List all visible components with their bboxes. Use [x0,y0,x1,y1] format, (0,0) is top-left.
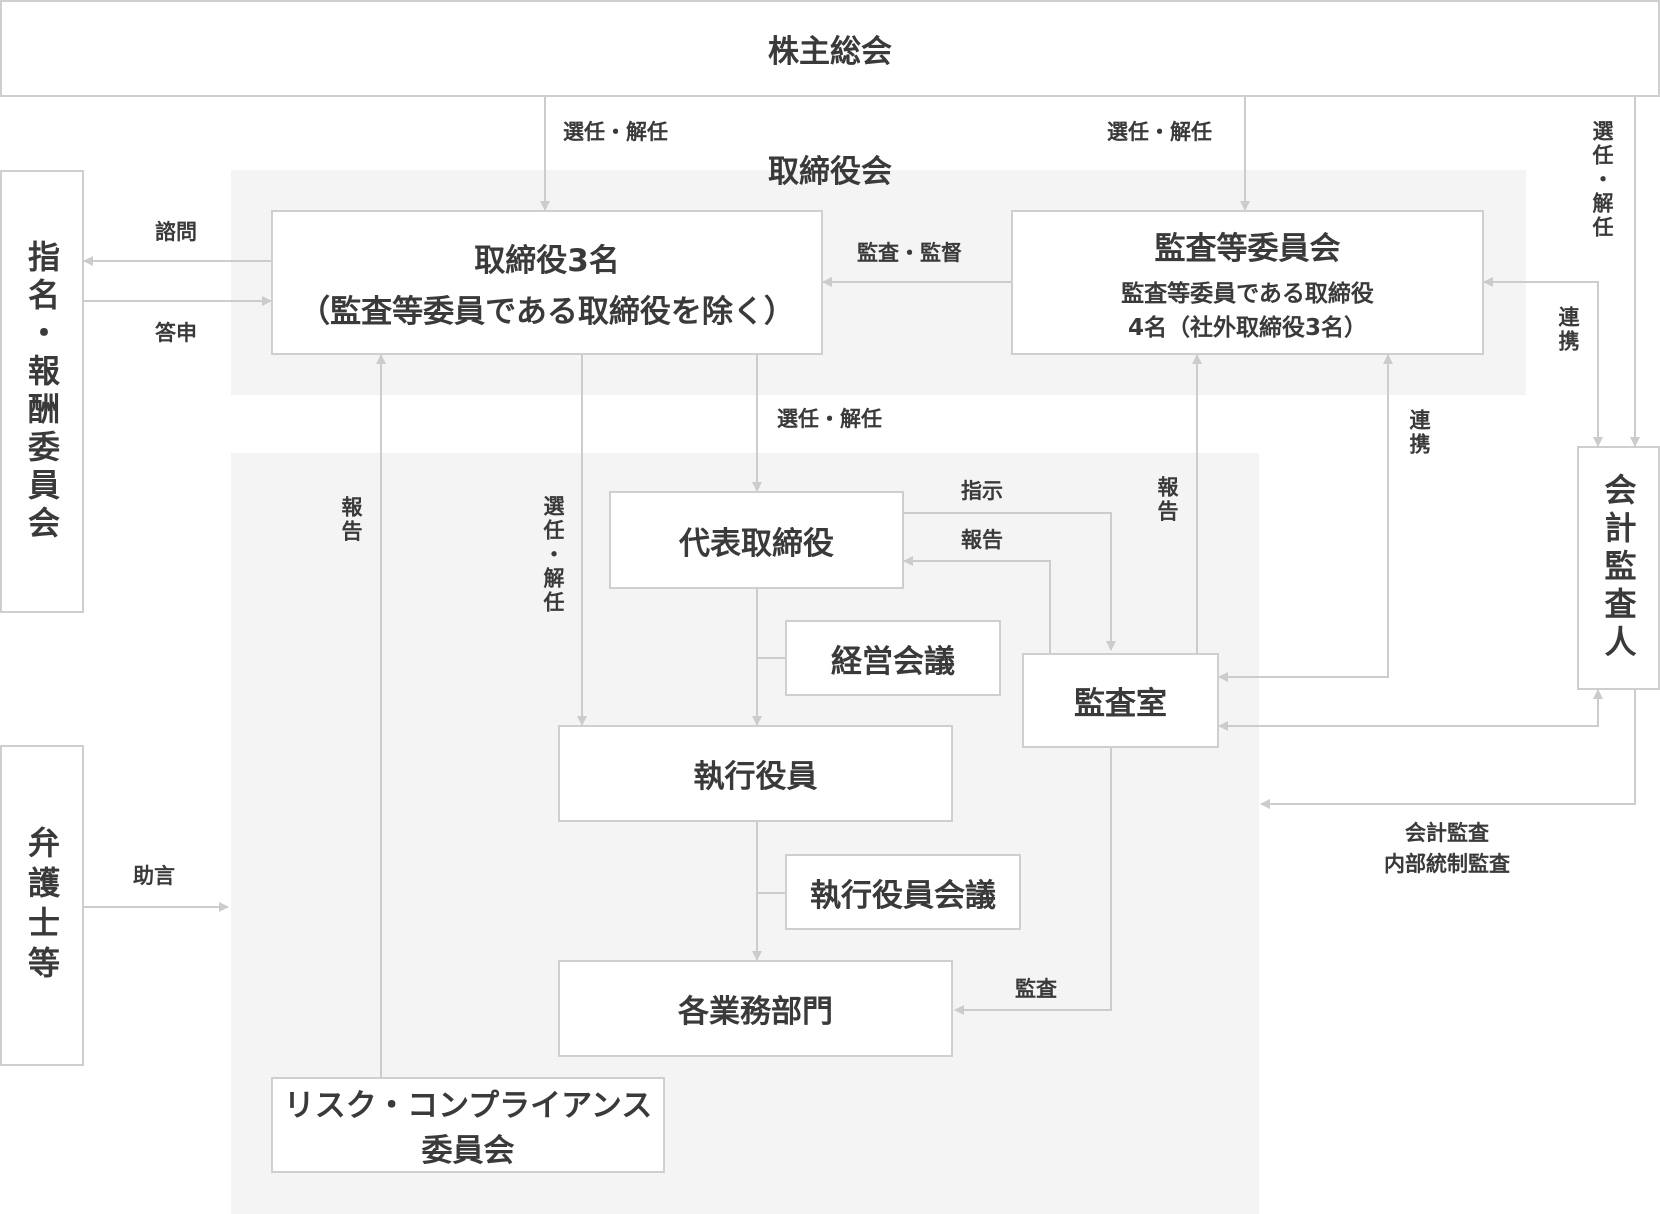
label-elect-dismiss-accounting-auditor: 選任・解任 [1590,120,1614,240]
label-elect-dismiss-representative: 選任・解任 [777,407,882,431]
label-elect-dismiss-audit-committee: 選任・解任 [1107,120,1212,144]
arrow-cooperate-office [1218,355,1389,682]
label-office-committee-report: 報告 [1155,476,1179,524]
risk-compliance-committee-box: リスク・コンプライアンス 委員会 [271,1077,665,1173]
board-title: 取締役会 [768,154,892,190]
departments-box: 各業務部門 [558,960,953,1057]
directors-line1: 取締役3名 [474,242,620,279]
executive-officers-box: 執行役員 [558,725,953,822]
label-accounting-audit-line2: 内部統制監査 [1384,852,1510,876]
label-audit-departments: 監査 [1015,977,1057,1001]
directors-line2: （監査等委員である取締役を除く） [299,293,795,330]
label-risk-report: 報告 [339,496,363,544]
audit-office-label: 監査室 [1074,686,1167,722]
management-meeting-box: 経営会議 [785,620,1001,696]
label-cooperate-office: 連携 [1407,409,1431,457]
accounting-auditor-label: 会計監査人 [1599,473,1638,663]
label-answer: 答申 [155,321,197,345]
label-instruct: 指示 [961,479,1003,503]
shareholders-meeting: 株主総会 [0,0,1660,97]
shareholders-label: 株主総会 [768,34,892,70]
label-elect-dismiss-executives: 選任・解任 [541,495,565,615]
representative-director-box: 代表取締役 [609,491,904,589]
nomination-committee-box: 指名・報酬委員会 [0,170,84,613]
management-meeting-label: 経営会議 [831,643,955,680]
audit-committee-line2: 4名（社外取締役3名） [1127,315,1367,341]
label-advice: 助言 [133,864,175,888]
arrow-cooperate-auditor [1484,281,1603,447]
audit-office-box: 監査室 [1022,653,1219,748]
label-cooperate-auditor: 連携 [1556,306,1580,354]
executive-meeting-label: 執行役員会議 [810,877,996,914]
arrow-office-report [903,556,1051,653]
lawyers-label: 弁護士等 [23,825,61,986]
accounting-auditor-box: 会計監査人 [1577,446,1660,690]
label-consult: 諮問 [155,220,197,244]
label-office-report: 報告 [961,528,1003,552]
risk-line1: リスク・コンプライアンス [283,1088,653,1124]
label-accounting-audit-line1: 会計監査 [1405,821,1489,845]
audit-committee-line1: 監査等委員である取締役 [1121,281,1374,307]
representative-label: 代表取締役 [679,525,834,562]
arrow-instruct [904,512,1116,651]
arrow-office-audit [954,748,1112,1015]
departments-label: 各業務部門 [678,994,833,1030]
risk-line2: 委員会 [421,1133,515,1169]
audit-committee-title: 監査等委員会 [1154,231,1341,267]
arrow-accounting-audit [1260,690,1636,809]
executive-officers-label: 執行役員 [693,759,818,795]
label-elect-dismiss-directors: 選任・解任 [563,120,668,144]
label-audit-supervise: 監査・監督 [857,241,962,265]
directors-box: 取締役3名 （監査等委員である取締役を除く） [271,210,823,355]
executive-meeting-box: 執行役員会議 [785,854,1021,930]
lawyers-box: 弁護士等 [0,745,84,1066]
nomination-label: 指名・報酬委員会 [23,239,61,544]
audit-committee-box: 監査等委員会 監査等委員である取締役 4名（社外取締役3名） [1011,210,1484,355]
